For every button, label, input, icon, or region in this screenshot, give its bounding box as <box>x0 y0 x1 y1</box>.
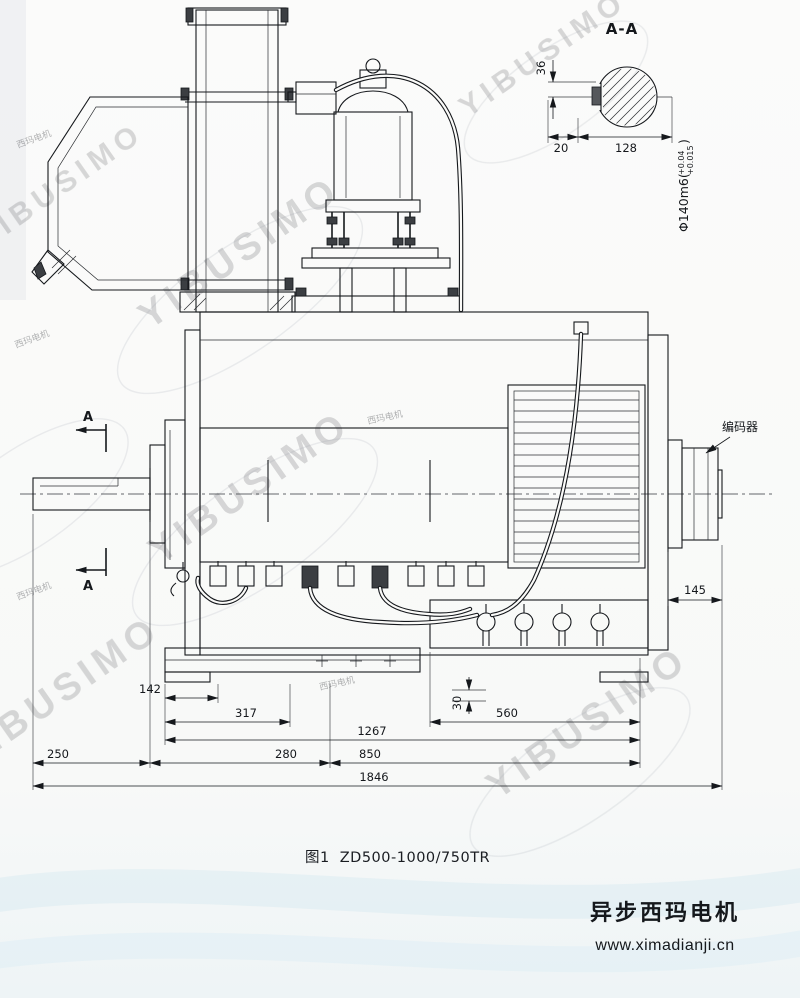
cables <box>195 73 589 626</box>
foot-cross-marks <box>316 655 396 667</box>
dim-value: 560 <box>496 706 518 720</box>
drive-end-shield <box>149 329 201 656</box>
dim-value: 36 <box>534 61 548 76</box>
spec-main: Φ140m6( <box>676 173 691 232</box>
dim-value: 1267 <box>357 724 386 738</box>
dim-value: 250 <box>47 747 69 761</box>
dimension-850: 850 <box>329 747 641 767</box>
encoder-housing <box>681 447 723 541</box>
blower-drive-motor <box>287 58 463 313</box>
spec-tol-upper: +0.04 <box>677 150 686 175</box>
spec-close: ) <box>676 139 691 144</box>
dim-value: 850 <box>359 747 381 761</box>
section-cut-marker-bottom: A <box>75 548 107 594</box>
company-website: www.ximadianji.cn <box>594 937 734 954</box>
dim-value: 317 <box>235 706 257 720</box>
decorative-wave-2 <box>0 930 800 973</box>
dimension-1267: 1267 <box>164 724 641 744</box>
shaft-diameter-spec: Φ140m6( +0.04 +0.015 ) <box>676 139 695 232</box>
cable-gland-box <box>429 599 649 649</box>
dimension-280: 280 <box>149 747 331 767</box>
dim-value: 20 <box>554 141 569 155</box>
spec-tol-lower: +0.015 <box>686 145 695 175</box>
cable-glands <box>476 604 610 646</box>
encoder-label: 编码器 <box>722 419 758 434</box>
dimension-30: 30 <box>450 677 486 714</box>
dimension-317: 317 <box>164 706 291 726</box>
figure-number: 图1 <box>305 850 330 866</box>
company-name: 异步西玛电机 <box>590 900 740 925</box>
section-letter: A <box>83 410 93 425</box>
decorative-wave-1 <box>0 868 800 919</box>
dim-value: 128 <box>615 141 637 155</box>
dim-value: 30 <box>450 696 464 711</box>
dimension-20-128: 20 128 <box>547 96 673 155</box>
dim-value: 142 <box>139 682 161 696</box>
section-cut-marker-top: A <box>75 410 107 452</box>
blower-duct <box>179 7 296 313</box>
cable-connector-dark <box>301 565 319 589</box>
figure-model: ZD500-1000/750TR <box>340 850 490 866</box>
dimension-36: 36 <box>534 60 596 119</box>
extension-lines <box>32 514 723 790</box>
dimension-250: 250 <box>32 747 151 767</box>
dim-value: 145 <box>684 583 706 597</box>
watermark-ellipses <box>0 20 691 857</box>
key-section <box>591 86 602 106</box>
encoder-callout: 编码器 <box>705 419 758 454</box>
section-letter: A <box>83 579 93 594</box>
dimension-142: 142 <box>139 682 219 702</box>
dim-value: 1846 <box>359 770 388 784</box>
duct-base-hatch <box>183 293 294 311</box>
dimension-560: 560 <box>429 706 641 726</box>
scan-edge-shadow <box>0 0 26 300</box>
mounting-feet <box>164 647 649 683</box>
eyebolt <box>170 562 190 597</box>
housing-hatch <box>51 249 77 275</box>
figure-caption: 图1 ZD500-1000/750TR <box>305 850 490 866</box>
fan-scroll-housing <box>31 96 189 291</box>
dim-value: 280 <box>275 747 297 761</box>
terminal-connectors <box>209 561 485 589</box>
terminal-box-panel <box>199 427 509 563</box>
dimension-145: 145 <box>667 583 723 604</box>
stud-nuts <box>326 216 416 246</box>
cable-connector-dark <box>371 565 389 589</box>
section-view-title: A-A <box>606 20 638 38</box>
dimension-1846: 1846 <box>32 770 723 790</box>
